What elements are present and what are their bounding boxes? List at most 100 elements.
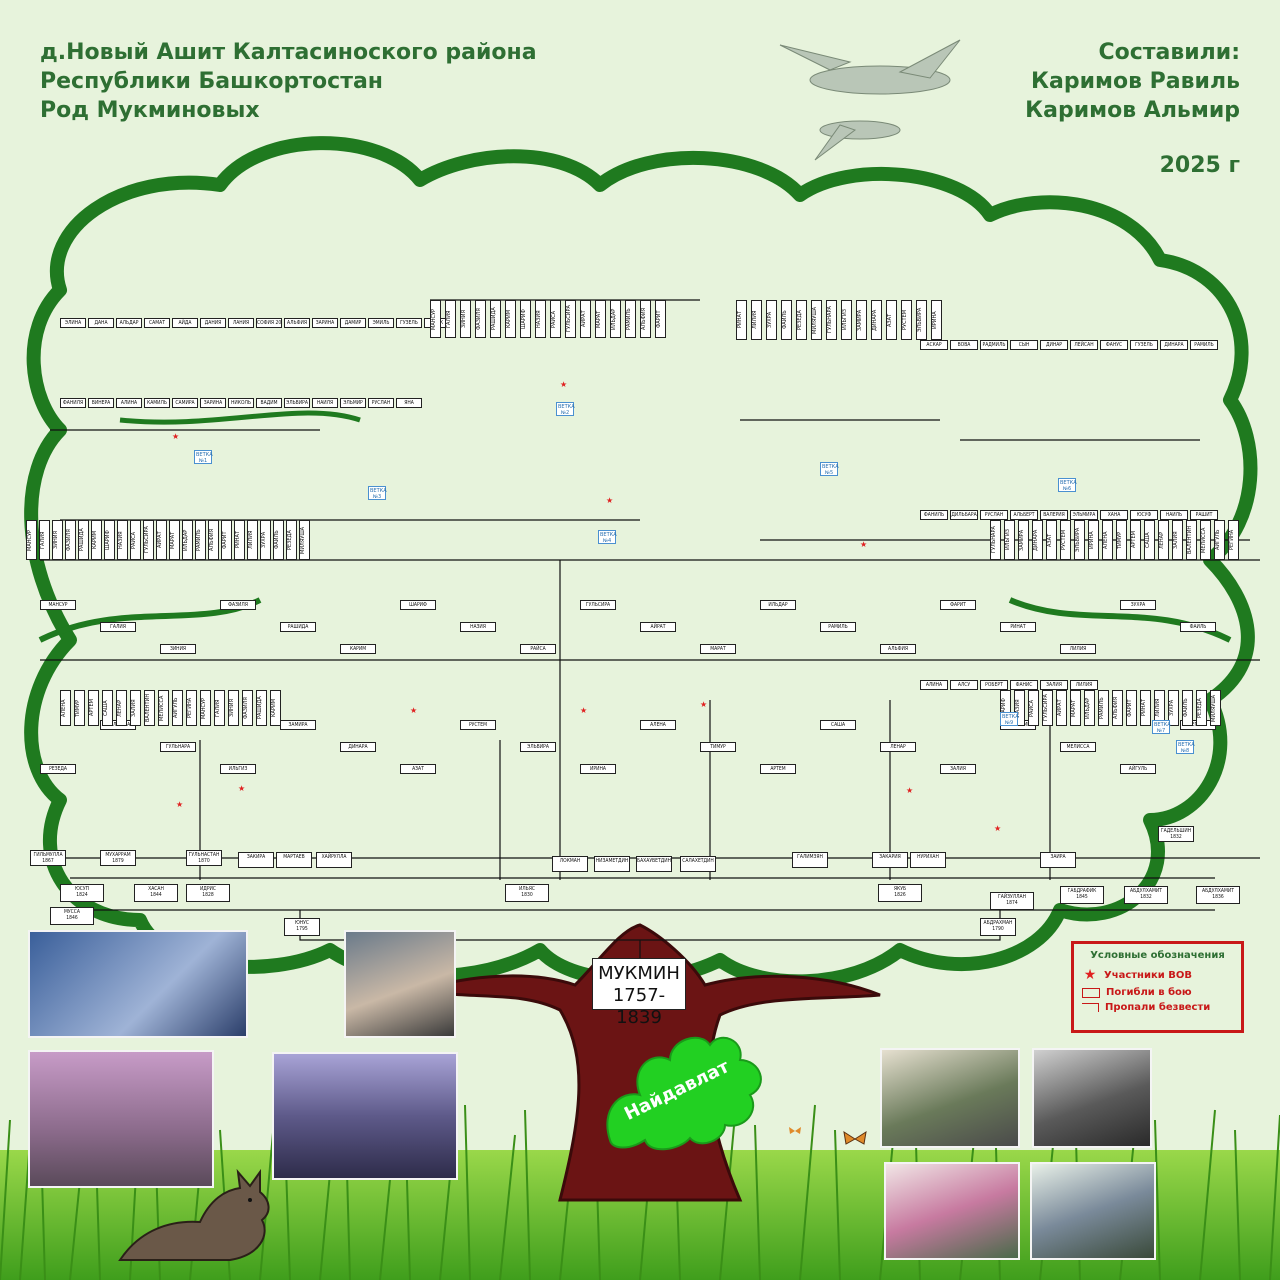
person-box-vertical: РИНАТ	[736, 300, 747, 340]
person-box-vertical: МАРАТ	[595, 300, 606, 338]
person-name: МУХАРРАМ	[105, 852, 131, 858]
person-box-vertical: РЕГИНА	[186, 690, 197, 726]
person-box-vertical: ФАИЛЬ	[273, 520, 284, 560]
person-name: АЛЬФИЯ	[641, 307, 647, 331]
person-box: САМАТ	[144, 318, 170, 328]
branch-tag: ВЕТКА №5	[820, 462, 839, 476]
person-box: ДАНИЯ	[200, 318, 226, 328]
person-name: ЛИЛИЯ	[248, 530, 254, 550]
person-year: 1867	[42, 858, 54, 864]
person-box: ГАЛИМЗЯН	[792, 852, 828, 868]
person-box: АЙДА	[172, 318, 198, 328]
photo-vintage-group	[272, 1052, 458, 1180]
person-year: 1845	[1076, 894, 1088, 900]
person-box-vertical: ВАЛЕНТИН	[1186, 520, 1197, 560]
person-box: РАМИЛЬ	[820, 622, 856, 632]
person-box: ЮСУФ	[1130, 510, 1158, 520]
star-icon: ★	[176, 800, 184, 809]
person-box-vertical: МАНСУР	[200, 690, 211, 726]
person-box-vertical: ФАИЛЬ	[781, 300, 792, 340]
person-box-vertical: АЗАТ	[1046, 520, 1057, 560]
person-name: ГУЛЬНАСТАН	[188, 852, 220, 858]
person-name: ИЛЬГИЗ	[842, 309, 848, 331]
person-box-vertical: ЛЕНАР	[116, 690, 127, 726]
person-name: ХАЙРУЛЛА	[321, 854, 347, 860]
person-box-vertical: ИЛЬДАР	[182, 520, 193, 560]
person-name: ГАБДРАФИК	[1067, 888, 1097, 894]
person-box: КАМИЛЬ	[144, 398, 170, 408]
person-year: 1826	[894, 892, 906, 898]
person-name: РАМИЛЬ	[1099, 697, 1105, 719]
person-year: 1832	[1170, 834, 1182, 840]
person-box-vertical: КАРИМ	[270, 690, 281, 726]
person-box-vertical: ФАИЛЬ	[1182, 690, 1193, 726]
person-box: ДИНАРА	[1160, 340, 1188, 350]
person-box-vertical: ЛЕНАР	[1158, 520, 1169, 560]
title-line: д.Новый Ашит Калтасиноского района	[40, 40, 537, 65]
person-box-vertical: ГУЛЬСИРА	[565, 300, 576, 338]
person-name: АЛЕНА	[1103, 531, 1109, 549]
branch-tag: ВЕТКА №8	[1176, 740, 1195, 754]
person-name: МИЛЯУША	[812, 306, 818, 334]
legend-item-label: Погибли в бою	[1106, 987, 1192, 998]
year-label: 2025 г	[1159, 153, 1240, 178]
person-box: ЛИЛИЯ	[1070, 680, 1098, 690]
person-box-vertical: АЛЬФИЯ	[1112, 690, 1123, 726]
cranes-illustration	[779, 39, 961, 161]
star-icon: ★	[560, 380, 568, 389]
person-box: АСКАР	[920, 340, 948, 350]
person-box-vertical: МАРАТ	[1070, 690, 1081, 726]
person-name: РЕГИНА	[187, 697, 193, 719]
person-name: САША	[103, 700, 109, 716]
photo-family-group	[1030, 1162, 1156, 1260]
person-box: ЛЕНАР	[880, 742, 916, 752]
star-icon: ★	[700, 700, 708, 709]
person-box: ГУЛЬСИРА	[580, 600, 616, 610]
legend-item-label: Пропали безвести	[1105, 1002, 1211, 1013]
person-box-vertical: РЕГИНА	[1228, 520, 1239, 560]
person-name: ИЛЬДАР	[611, 308, 617, 330]
person-box: РОБЕРТ	[980, 680, 1008, 690]
person-box: АЛСУ	[950, 680, 978, 690]
person-box: ГУЗЕЛЬ	[396, 318, 422, 328]
person-name: МИЛЯУША	[300, 526, 306, 554]
person-box-vertical: ЗУХРА	[260, 520, 271, 560]
person-name: ЮСУП	[74, 886, 90, 892]
person-box: АЛИНА	[920, 680, 948, 690]
star-icon: ★	[410, 706, 418, 715]
person-box: РУСЛАН	[368, 398, 394, 408]
person-name: АЙРАТ	[157, 531, 163, 549]
person-year: 1879	[112, 858, 124, 864]
person-year: 1874	[1006, 900, 1018, 906]
legend-title: Условные обозначения	[1090, 950, 1225, 961]
person-box-vertical: АЛЬФИЯ	[640, 300, 651, 338]
person-box-vertical: АРТЕМ	[88, 690, 99, 726]
person-name: ЛОКМАН	[559, 858, 581, 864]
person-box-vertical: РАЙСА	[550, 300, 561, 338]
person-name: ЗАИРА	[1050, 854, 1066, 860]
person-box-vertical: МИЛЯУША	[811, 300, 822, 340]
star-icon: ★	[860, 540, 868, 549]
person-box: РУСТЕМ	[460, 720, 496, 730]
person-box-vertical: МИЛЯУША	[1210, 690, 1221, 726]
person-box: ФАРИТ	[940, 600, 976, 610]
person-box: ТИМУР	[700, 742, 736, 752]
legend-item-killed: Погибли в бою	[1082, 987, 1233, 998]
person-box-vertical: ШАРИФ	[520, 300, 531, 338]
person-name: ЛЕНАР	[117, 699, 123, 717]
person-box: РЕЗЕДА	[40, 764, 76, 774]
person-name: РАЙСА	[551, 310, 557, 328]
person-box: РАШИТ	[1190, 510, 1218, 520]
person-box: ЭЛИНА	[60, 318, 86, 328]
person-box-vertical: ГАЛИЯ	[214, 690, 225, 726]
person-box: МЕЛИССА	[1060, 742, 1096, 752]
person-box-vertical: АЗАТ	[886, 300, 897, 340]
person-name: РАЙСА	[131, 531, 137, 549]
person-box-vertical: НАЗИЯ	[1014, 690, 1025, 726]
person-box-vertical: КАРИМ	[91, 520, 102, 560]
person-box: ФАИЛЬ	[1180, 622, 1216, 632]
